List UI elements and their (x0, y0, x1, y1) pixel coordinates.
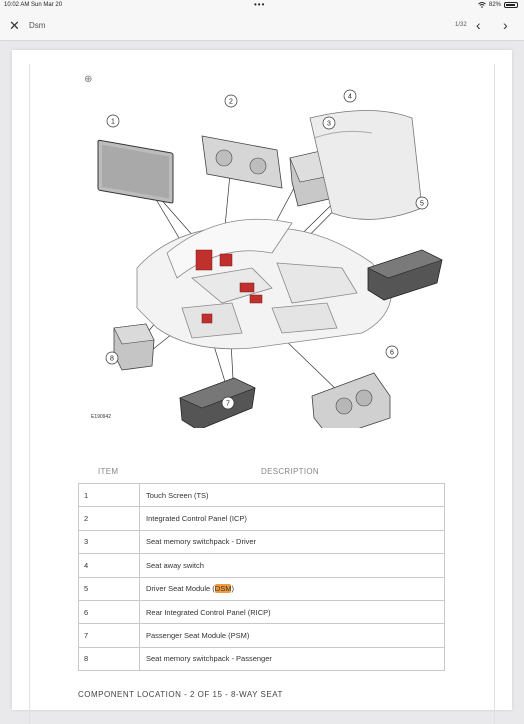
description-text: Rear Integrated Control Panel (RICP) (146, 607, 271, 617)
search-highlight: DSM (214, 584, 232, 594)
description-text: Touch Screen (TS) (146, 490, 209, 500)
description-text: Seat memory switchpack - Passenger (146, 654, 272, 664)
item-number: 6 (78, 599, 140, 625)
callout-label: 3 (327, 121, 331, 128)
callout-label: 7 (226, 401, 230, 408)
callout-label: 4 (348, 94, 352, 101)
table-row: 6 Rear Integrated Control Panel (RICP) (78, 599, 445, 625)
status-time: 10:02 AM Sun Mar 20 (4, 2, 63, 8)
callout-3 (322, 116, 336, 130)
callout-label: 2 (229, 99, 233, 106)
battery-icon (504, 2, 518, 8)
description-column-header: DESCRIPTION (261, 467, 319, 476)
table-row: 4 Seat away switch (78, 553, 445, 578)
next-section-heading: COMPONENT LOCATION - 2 OF 15 - 8-WAY SEA… (78, 690, 283, 699)
callout-label: 8 (110, 356, 114, 363)
item-number: 2 (78, 506, 140, 531)
description-text: Seat away switch (146, 560, 204, 570)
item-number: 5 (78, 576, 140, 601)
table-row: 3 Seat memory switchpack - Driver (78, 529, 445, 555)
callout-5 (415, 196, 429, 210)
page-margin-left (29, 64, 30, 724)
component-location-diagram: 1 2 3 4 5 6 7 8 (97, 89, 443, 428)
chevron-left-icon[interactable]: ‹ (476, 17, 481, 33)
description-text: ) (231, 584, 234, 594)
item-description: Passenger Seat Module (PSM) (139, 623, 445, 648)
callout-6 (385, 345, 399, 359)
description-text: Driver Seat Module ( (146, 584, 215, 594)
item-description: Integrated Control Panel (ICP) (139, 506, 445, 531)
status-bar: 10:02 AM Sun Mar 20 ••• 82% (0, 0, 524, 12)
description-text: Integrated Control Panel (ICP) (146, 514, 247, 524)
description-text: Passenger Seat Module (PSM) (146, 631, 250, 641)
document-page: ⊕ (12, 50, 512, 724)
callout-4 (343, 89, 357, 103)
table-row: 2 Integrated Control Panel (ICP) (78, 506, 445, 531)
table-row: 1 Touch Screen (TS) (78, 482, 445, 508)
figure-id: E190942 (91, 414, 112, 420)
search-result-counter: 1/32 (455, 22, 467, 28)
item-number: 1 (78, 482, 140, 508)
close-icon[interactable]: ✕ (9, 18, 20, 33)
callout-1 (106, 114, 120, 128)
item-description: Rear Integrated Control Panel (RICP) (139, 599, 445, 625)
callout-8 (105, 351, 119, 365)
page-margin-right (494, 64, 495, 724)
item-number: 3 (78, 529, 140, 555)
nav-bar: ✕ Dsm 1/32 ‹ › (0, 12, 524, 41)
multitask-dots[interactable]: ••• (254, 0, 266, 9)
table-row: 8 Seat memory switchpack - Passenger (78, 646, 445, 672)
callout-label: 6 (390, 350, 394, 357)
callout-label: 1 (111, 119, 115, 126)
callout-label: 5 (420, 201, 424, 208)
component-table: 1 Touch Screen (TS) 2 Integrated Control Pa… (78, 482, 445, 672)
item-description: Seat memory switchpack - Driver (139, 529, 445, 555)
document-title: Dsm (29, 21, 46, 30)
chevron-right-icon[interactable]: › (503, 17, 508, 33)
item-description: Seat away switch (139, 553, 445, 578)
item-number: 8 (78, 646, 140, 672)
table-row: 7 Passenger Seat Module (PSM) (78, 623, 445, 648)
battery-percent: 82% (488, 2, 501, 8)
item-description: Seat memory switchpack - Passenger (139, 646, 445, 672)
zoom-in-icon[interactable]: ⊕ (84, 74, 93, 85)
status-right: 82% (478, 2, 518, 8)
item-description: Driver Seat Module (DSM) (139, 576, 445, 601)
item-number: 4 (78, 553, 140, 578)
wifi-icon (478, 2, 486, 8)
callout-2 (224, 94, 238, 108)
item-column-header: ITEM (98, 467, 119, 476)
item-number: 7 (78, 623, 140, 648)
description-text: Seat memory switchpack - Driver (146, 537, 257, 547)
item-description: Touch Screen (TS) (139, 482, 445, 508)
callout-7 (221, 396, 235, 410)
